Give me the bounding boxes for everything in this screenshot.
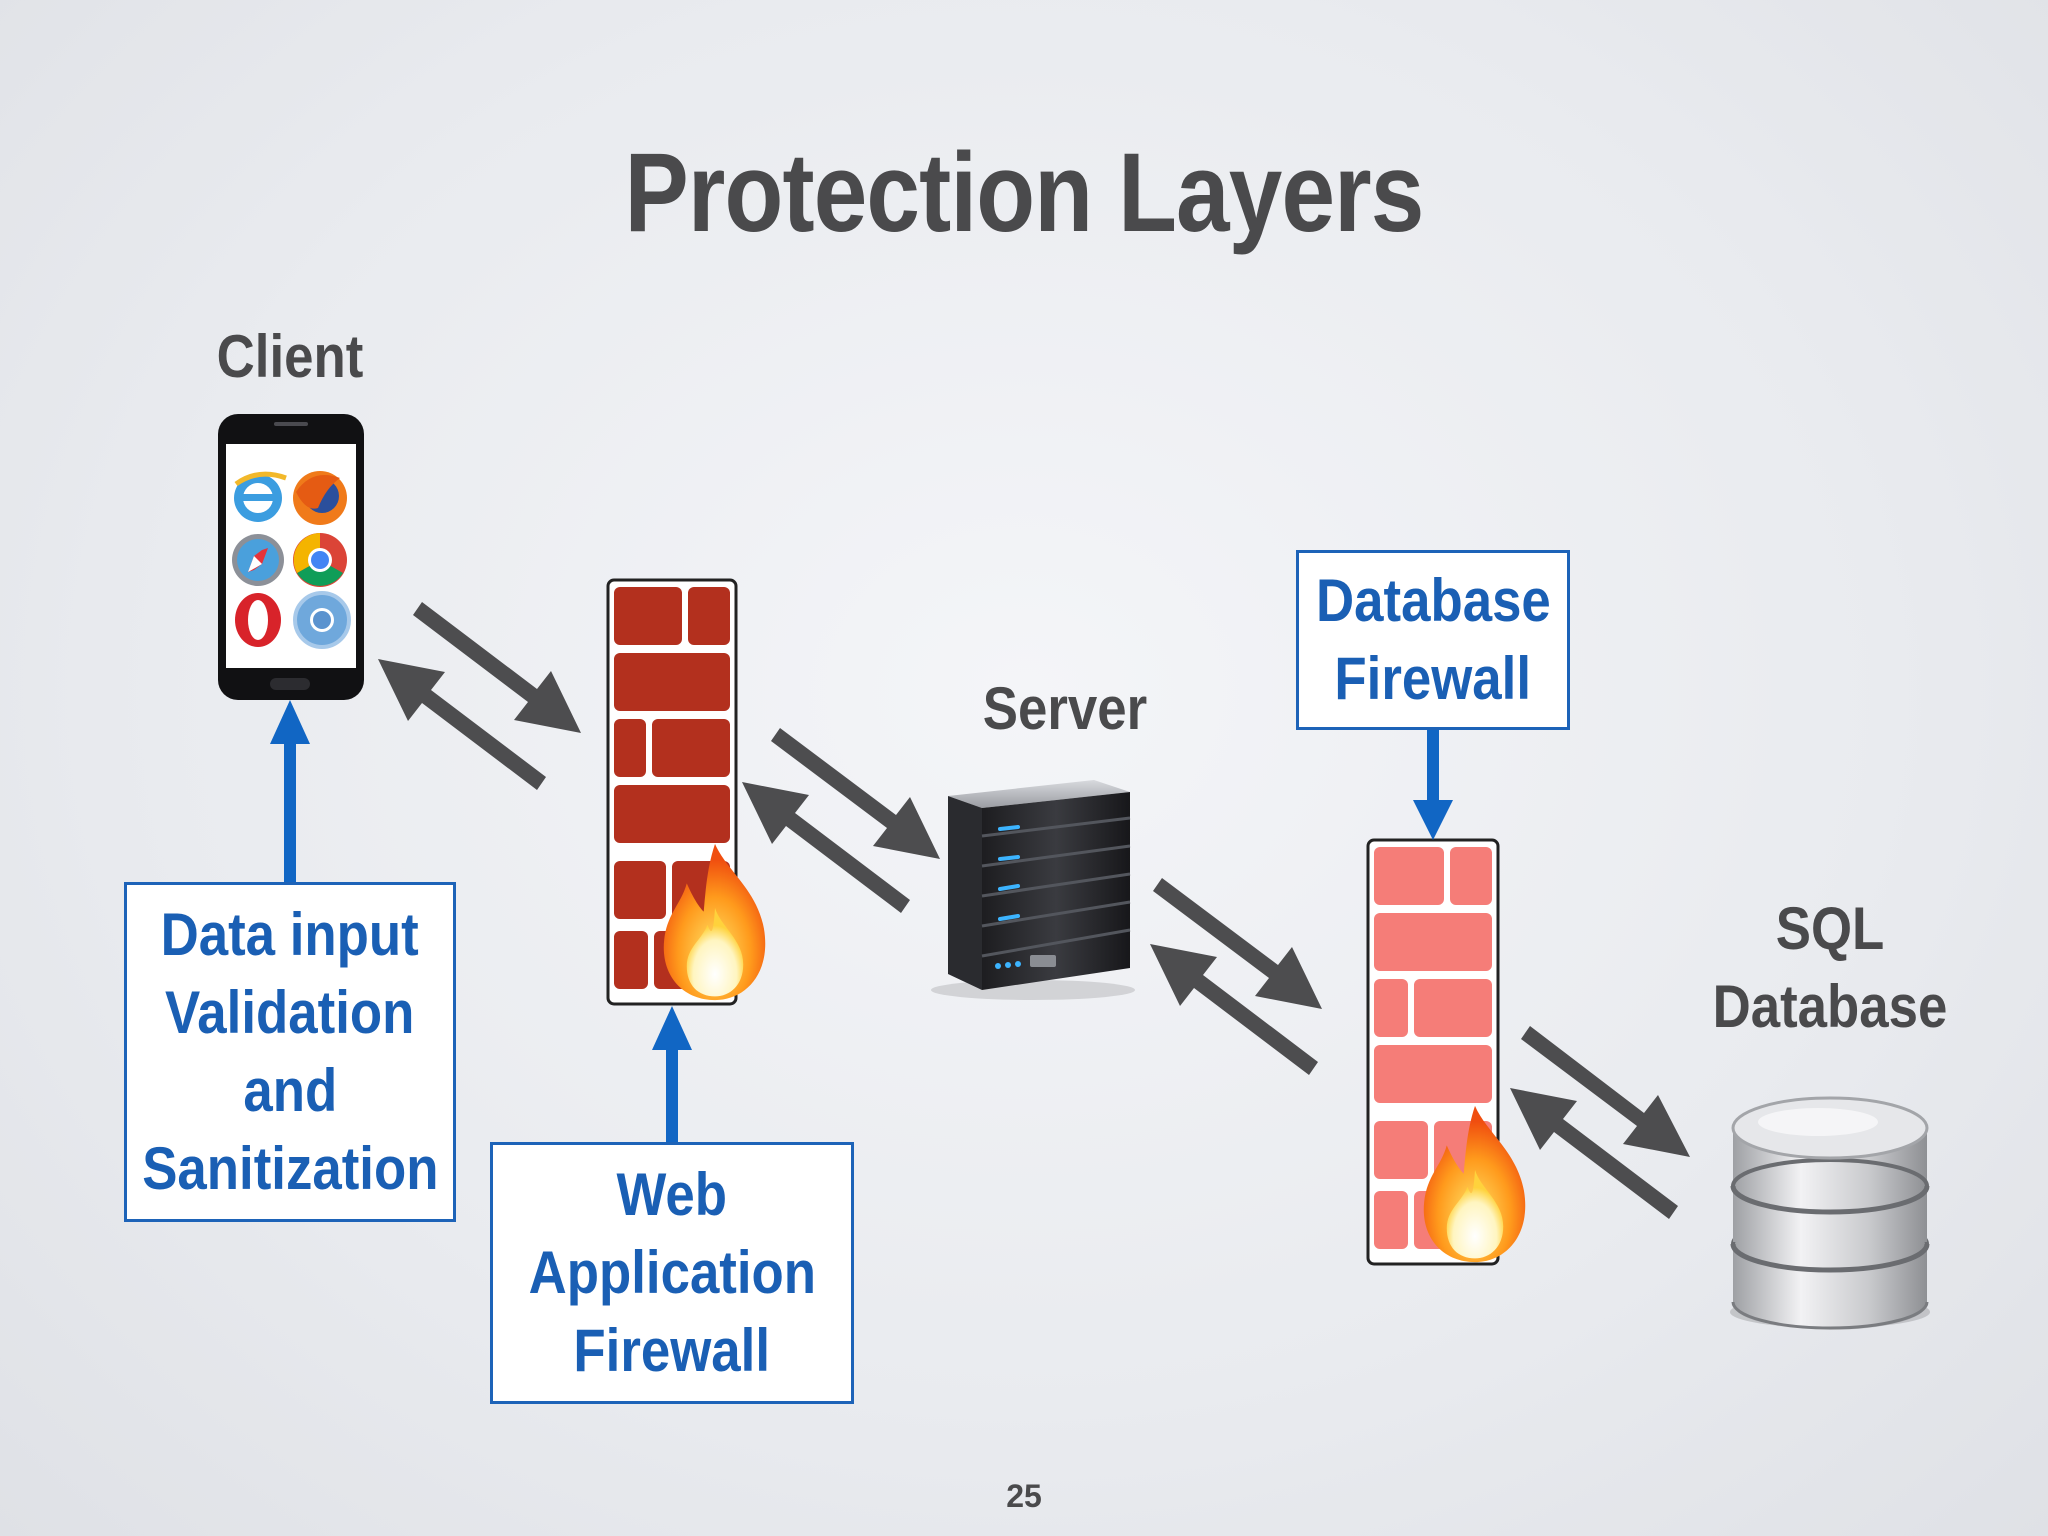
callout-line: and (243, 1057, 337, 1124)
sql-database-label: SQL Database (1707, 890, 1953, 1046)
arrow-right-icon (1521, 1026, 1690, 1157)
server-icon (931, 780, 1135, 1000)
internet-explorer-icon (234, 471, 287, 522)
database-firewall-callout: Database Firewall (1296, 550, 1570, 730)
database-firewall-icon (1366, 838, 1526, 1266)
sql-database-label-line2: Database (1712, 973, 1948, 1040)
smartphone-icon (218, 414, 364, 700)
arrow-left-icon (1510, 1088, 1678, 1219)
arrow-right-icon (1153, 878, 1322, 1009)
firefox-icon (293, 471, 347, 525)
database-icon (1730, 1096, 1930, 1330)
chrome-icon (293, 533, 347, 587)
callout-line: Firewall (573, 1317, 771, 1384)
server-label: Server (982, 675, 1148, 742)
chromium-icon (293, 591, 351, 649)
traffic-arrows (378, 602, 1690, 1219)
web-application-firewall-callout: Web Application Firewall (490, 1142, 854, 1404)
arrow-left-icon (1150, 944, 1318, 1075)
pointer-arrow-icon (1427, 730, 1439, 804)
arrow-right-icon (413, 602, 581, 733)
data-input-validation-callout: Data input Validation and Sanitization (124, 882, 456, 1222)
callout-line: Data input (160, 901, 420, 968)
callout-line: Database (1315, 567, 1551, 634)
arrow-left-icon (742, 782, 910, 913)
callout-line: Validation (165, 979, 415, 1046)
safari-icon (232, 534, 284, 586)
web-firewall-icon (606, 578, 766, 1006)
callout-line: Application (528, 1239, 816, 1306)
client-label: Client (216, 323, 364, 390)
callout-line: Sanitization (141, 1135, 439, 1202)
pointer-arrow-icon (666, 1046, 678, 1142)
callout-pointers (270, 700, 1453, 1142)
pointer-arrow-icon (284, 740, 296, 882)
callout-line: Web (616, 1161, 728, 1228)
arrow-right-icon (771, 728, 940, 859)
slide-title: Protection Layers (624, 130, 1424, 255)
arrow-left-icon (378, 659, 546, 790)
callout-line: Firewall (1334, 645, 1532, 712)
opera-icon (235, 593, 281, 647)
page-number: 25 (1006, 1478, 1042, 1514)
sql-database-label-line1: SQL (1775, 895, 1885, 962)
